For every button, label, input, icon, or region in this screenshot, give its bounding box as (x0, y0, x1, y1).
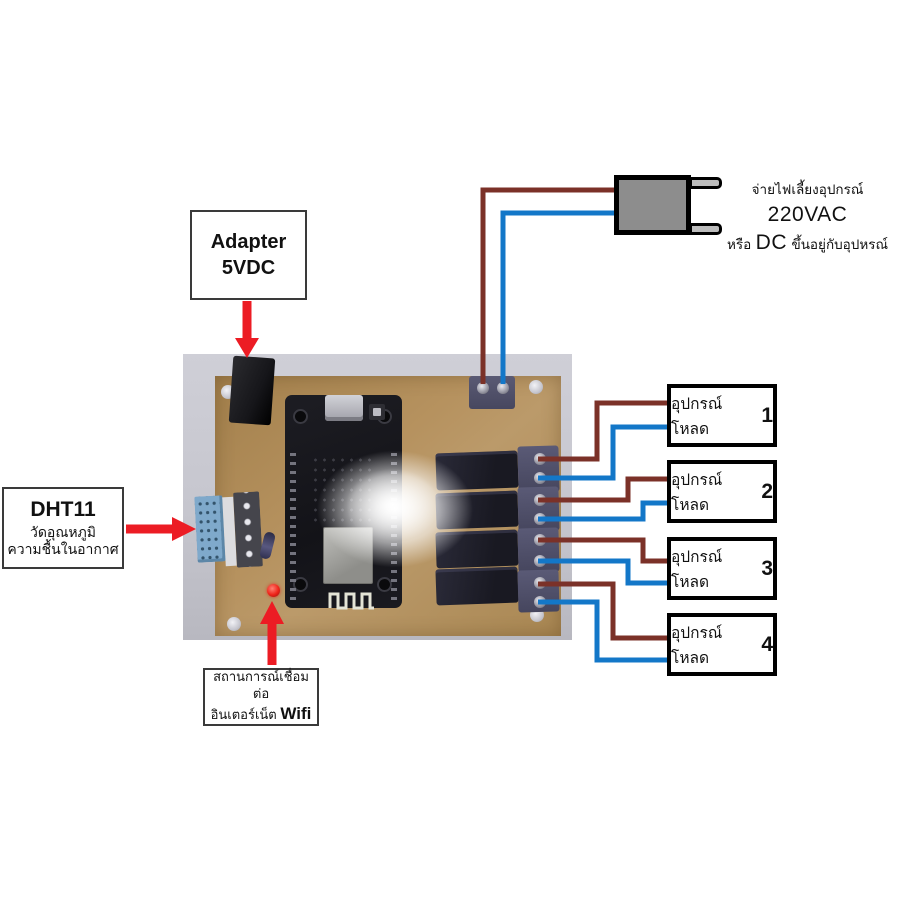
plug-prong-bottom (689, 223, 722, 235)
power-terminal-screw-neutral (497, 382, 509, 394)
terminal-screw (534, 596, 546, 608)
load-label: อุปกรณ์โหลด (671, 395, 723, 438)
load-label: อุปกรณ์โหลด (671, 471, 723, 514)
reset-button (369, 404, 385, 420)
adapter-label-line1: Adapter (210, 231, 287, 253)
wifi-label-text: อินเตอร์เน็ต (210, 706, 277, 722)
load-box-1: อุปกรณ์โหลด 1 (667, 384, 777, 447)
terminal-screw (534, 555, 546, 567)
dc-jack (228, 355, 276, 426)
power-voltage-dc: DC (755, 230, 788, 254)
load-number: 4 (761, 632, 773, 656)
pcb-hole-topright (529, 380, 543, 394)
power-voltage-ac: 220VAC (767, 202, 848, 226)
terminal-screw (534, 513, 546, 525)
terminal-screw (534, 472, 546, 484)
wifi-antenna-trace (328, 592, 374, 610)
power-note-text: จ่ายไฟเลี้ยงอุปกรณ์ (751, 182, 864, 197)
mcu-hole (293, 409, 308, 424)
load-label: อุปกรณ์โหลด (671, 548, 723, 591)
power-note-line1: จ่ายไฟเลี้ยงอุปกรณ์ 220VAC (715, 179, 900, 229)
load-box-2: อุปกรณ์โหลด 2 (667, 460, 777, 523)
dht11-desc1: วัดอุณหภูมิ (29, 523, 97, 540)
power-note-text: หรือ (726, 236, 752, 252)
terminal-screw (534, 577, 546, 589)
power-plug-illustration (614, 175, 691, 235)
plug-prong-top (689, 177, 722, 189)
terminal-screw (534, 453, 546, 465)
power-terminal-screw-live (477, 382, 489, 394)
terminal-screw (534, 494, 546, 506)
dht11-title: DHT11 (30, 498, 96, 522)
terminal-screw (534, 534, 546, 546)
power-note: จ่ายไฟเลี้ยงอุปกรณ์ 220VAC หรือ DC ขึ้นอ… (715, 179, 900, 257)
load-box-4: อุปกรณ์โหลด 4 (667, 613, 777, 676)
board-photo (183, 354, 572, 640)
wifi-label-bold: Wifi (280, 703, 312, 723)
power-note-text: ขึ้นอยู่กับอุปหรณ์ (791, 236, 889, 252)
wifi-status-led (267, 584, 280, 597)
power-note-line2: หรือ DC ขึ้นอยู่กับอุปหรณ์ (715, 229, 900, 257)
dht11-label-box: DHT11 วัดอุณหภูมิ ความชื้นในอากาศ (2, 487, 124, 569)
load-number: 3 (761, 556, 773, 580)
load-number: 1 (761, 403, 773, 427)
power-terminal-block (469, 376, 515, 409)
load-box-3: อุปกรณ์โหลด 3 (667, 537, 777, 600)
wifi-label-box: สถานการณ์เชื่อมต่อ อินเตอร์เน็ต Wifi (203, 668, 319, 726)
adapter-label-line2: 5VDC (221, 257, 276, 279)
pin-header-left (290, 453, 296, 601)
wifi-label-line1: สถานการณ์เชื่อมต่อ (213, 669, 309, 701)
adapter-label-box: Adapter 5VDC (190, 210, 307, 300)
micro-usb-port (325, 395, 363, 421)
load-label: อุปกรณ์โหลด (671, 624, 723, 667)
dht11-sensor (194, 495, 226, 563)
load-number: 2 (761, 479, 773, 503)
dht11-desc2: ความชื้นในอากาศ (7, 541, 119, 558)
flash-glare-core (338, 462, 448, 548)
dht11-connector (233, 491, 263, 568)
pcb-hole-bottomleft (227, 617, 241, 631)
wifi-label-line2: อินเตอร์เน็ต Wifi (211, 703, 312, 725)
